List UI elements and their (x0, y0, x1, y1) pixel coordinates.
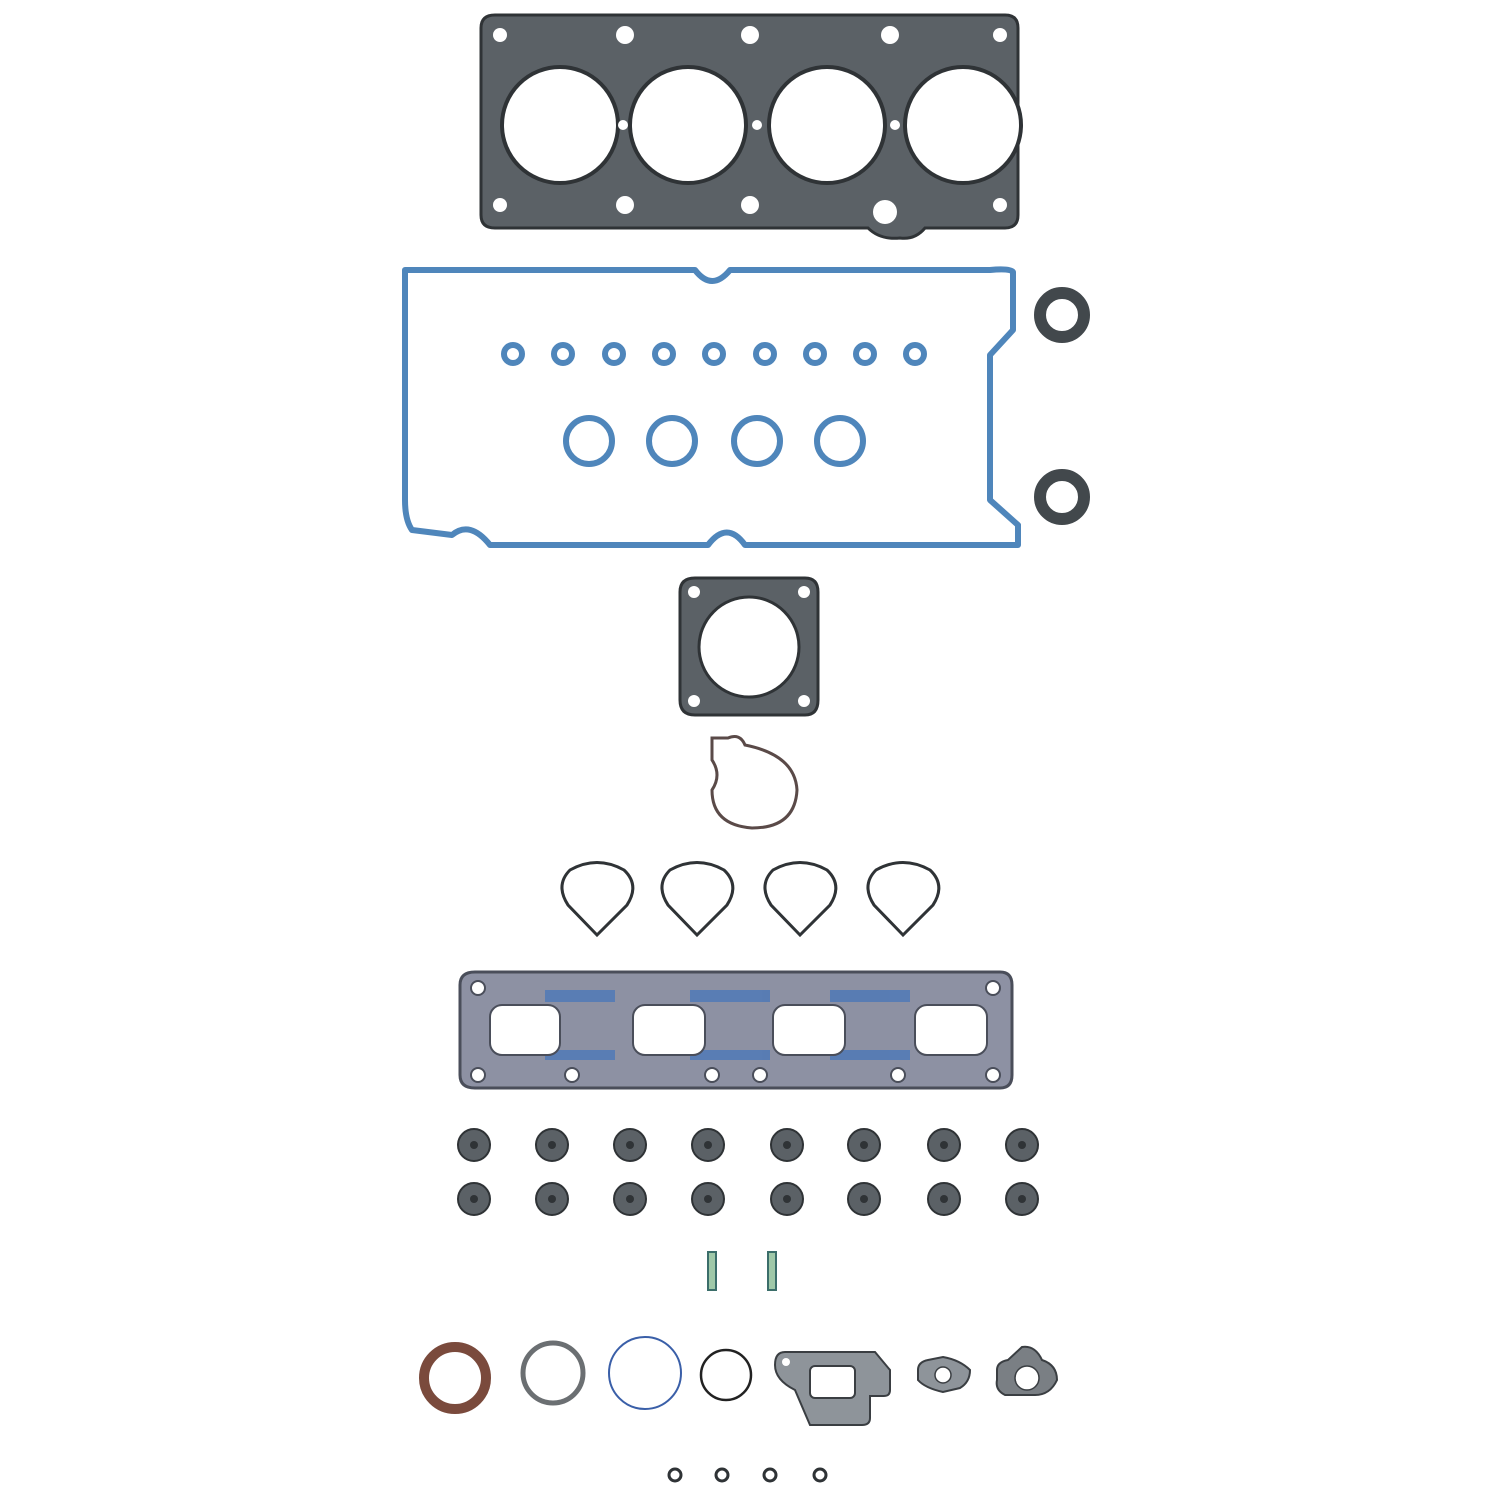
valve-stem-seals (457, 1128, 1039, 1216)
valve-cover-gasket (402, 266, 1021, 548)
o-ring-black (699, 1348, 753, 1402)
intake-manifold-gaskets (560, 861, 941, 938)
egr-gasket-large (995, 1345, 1059, 1396)
camshaft-seal-upper (1034, 287, 1090, 343)
egr-gasket-small (917, 1355, 972, 1394)
cylinder-head-gasket (479, 13, 1023, 240)
thermostat-gasket (710, 735, 799, 830)
spark-plug-well-seals (563, 415, 866, 467)
camshaft-seal-lower (1034, 469, 1090, 525)
locating-sleeves (707, 1251, 777, 1291)
water-outlet-gasket (773, 1351, 891, 1426)
small-o-rings (667, 1467, 828, 1483)
spark-plug-tube-seals (501, 342, 927, 366)
rear-main-seal (419, 1342, 491, 1414)
o-ring-blue (608, 1336, 682, 1410)
throttle-body-gasket (678, 576, 820, 717)
exhaust-manifold-gasket (458, 970, 1014, 1090)
o-ring-gray (520, 1340, 586, 1406)
